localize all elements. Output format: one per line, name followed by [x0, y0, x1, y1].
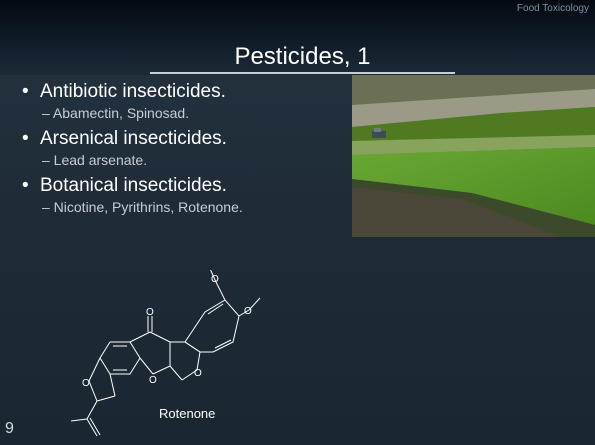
- field-photo-image: [352, 75, 595, 237]
- page-number: 9: [5, 420, 14, 437]
- title-underline: [150, 72, 455, 74]
- field-photo: [352, 75, 595, 237]
- rotenone-structure-diagram: O O O O O O Rotenone: [70, 270, 261, 437]
- bullet-text: Arsenical insecticides.: [40, 128, 227, 149]
- bullet-dot-icon: •: [22, 175, 29, 196]
- oxygen-atom-label: O: [211, 274, 219, 285]
- bullet-item: • Antibiotic insecticides. – Abamectin, S…: [22, 80, 352, 123]
- bullet-list: • Antibiotic insecticides. – Abamectin, S…: [22, 80, 352, 221]
- oxygen-atom-label: O: [149, 375, 157, 386]
- bullet-text: Botanical insecticides.: [40, 175, 227, 196]
- structure-name-label: Rotenone: [159, 406, 215, 421]
- bullet-subtext: – Lead arsenate.: [42, 152, 148, 168]
- bullet-item: • Botanical insecticides. – Nicotine, Pyr…: [22, 174, 352, 217]
- title-band: [0, 0, 595, 75]
- molecule-bonds: [70, 270, 261, 437]
- bullet-item: • Arsenical insecticides. – Lead arsenate…: [22, 127, 352, 170]
- bullet-subtext: – Abamectin, Spinosad.: [42, 105, 190, 121]
- oxygen-atom-label: O: [146, 307, 154, 318]
- molecule-atom-labels: O O O O O O: [82, 274, 252, 389]
- course-label: Food Toxicology: [516, 3, 589, 14]
- oxygen-atom-label: O: [82, 378, 90, 389]
- oxygen-atom-label: O: [194, 368, 202, 379]
- slide-title: Pesticides, 1: [234, 43, 371, 70]
- oxygen-atom-label: O: [244, 306, 252, 317]
- bullet-text: Antibiotic insecticides.: [40, 81, 226, 102]
- bullet-dot-icon: •: [22, 81, 29, 102]
- bullet-dot-icon: •: [22, 128, 29, 149]
- bullet-subtext: – Nicotine, Pyrithrins, Rotenone.: [42, 199, 243, 215]
